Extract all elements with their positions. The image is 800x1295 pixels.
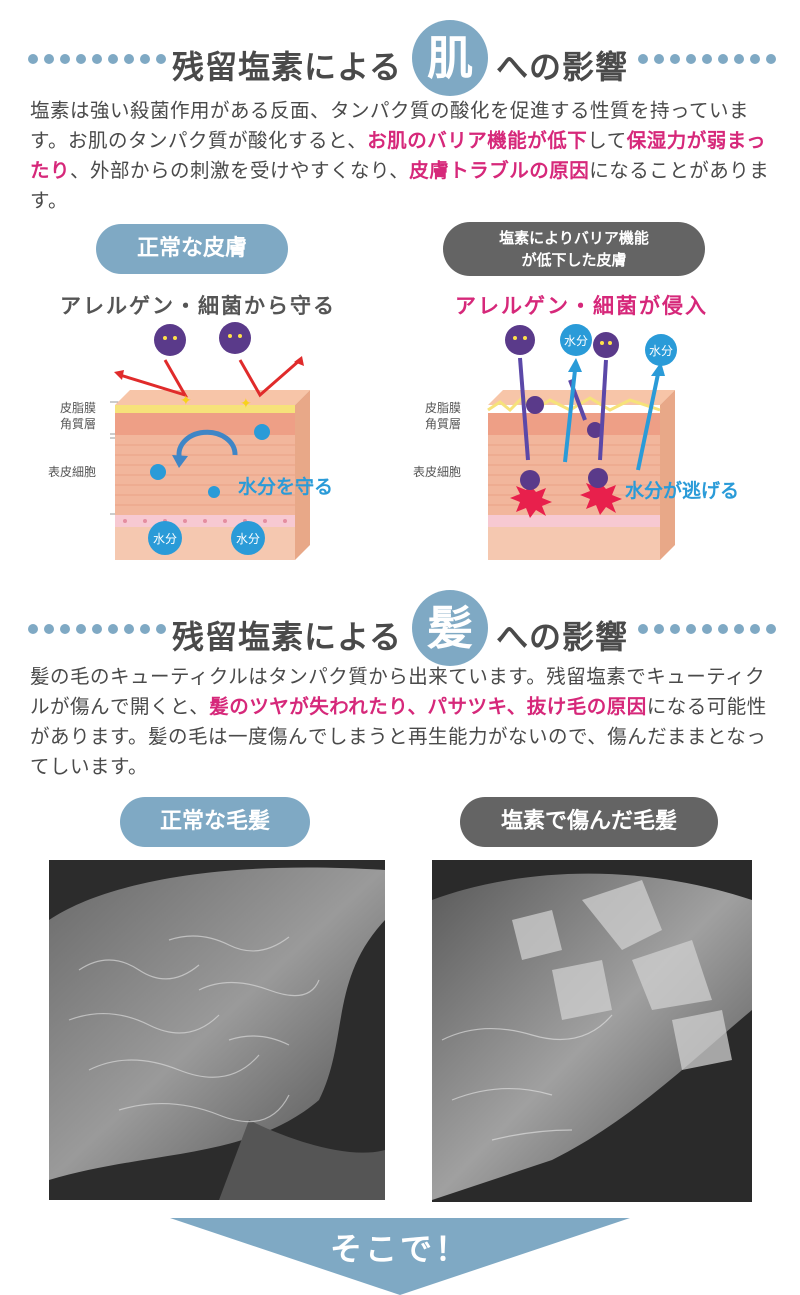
- water-badge-text: 水分: [649, 344, 673, 358]
- water-badge-icon: 水分: [645, 334, 677, 366]
- hair-heading-post: への影響: [496, 618, 629, 656]
- deflect-arrow-icon: [119, 358, 301, 398]
- skin-heading: 残留塩素による 肌 への影響: [0, 20, 800, 100]
- normal-hair-label: 正常な毛髪: [120, 797, 310, 847]
- skin-paragraph: 塩素は強い殺菌作用がある反面、タンパク質の酸化を促進する性質を持っています。お肌…: [30, 96, 770, 216]
- hair-heading: 残留塩素による 髪 への影響: [0, 590, 800, 670]
- body-text: して: [587, 129, 627, 152]
- normal-skin-block: [115, 390, 310, 560]
- damaged-skin-caption: アレルゲン・細菌が侵入: [455, 294, 708, 318]
- hair-heading-pre: 残留塩素による: [172, 618, 403, 656]
- water-badge-icon: 水分: [560, 324, 592, 356]
- damage-burst-icon: [510, 485, 552, 518]
- body-text: になる可能性があります。髪の毛は一度傷んでしまうと再生能力がないので、傷んだまま…: [30, 695, 767, 778]
- skin-heading-circle: 肌: [412, 20, 488, 96]
- body-text: 、外部からの刺激を受けやすくなり、: [70, 159, 410, 182]
- svg-text:✦: ✦: [240, 396, 252, 412]
- damaged-layer-label-3: 表皮細胞: [413, 465, 461, 479]
- heading-dots-left: [28, 52, 166, 66]
- highlight-text: 髪のツヤが失われたり、パサツキ、抜け毛の原因: [209, 695, 647, 718]
- down-arrow-banner: そこで！: [170, 1218, 630, 1295]
- water-badge-text: 水分: [236, 532, 260, 546]
- hair-paragraph: 髪の毛のキューティクルはタンパク質から出来ています。残留塩素でキューティクルが傷…: [30, 662, 770, 782]
- svg-text:✦: ✦: [180, 393, 192, 409]
- heading-dots-right: [638, 622, 776, 636]
- normal-layer-label-2: 角質層: [60, 416, 96, 431]
- highlight-text: 保湿力が弱まったり: [30, 129, 766, 182]
- damaged-skin-label: 塩素によりバリア機能 が低下した皮膚: [443, 222, 705, 276]
- normal-skin-label: 正常な皮膚: [96, 224, 288, 274]
- damaged-hair-label: 塩素で傷んだ毛髪: [460, 797, 718, 847]
- skin-heading-pre: 残留塩素による: [172, 48, 403, 86]
- bacteria-icon: [593, 332, 619, 358]
- damaged-skin-label-line2: が低下した皮膚: [521, 251, 627, 269]
- heading-dots-right: [638, 52, 776, 66]
- body-text: 塩素は強い殺菌作用がある反面、タンパク質の酸化を促進する性質を持っています。お肌…: [30, 99, 750, 152]
- normal-hair-label-text: 正常な毛髪: [159, 809, 270, 834]
- hair-heading-circle: 髪: [412, 590, 488, 666]
- bacteria-icon: [219, 322, 251, 354]
- water-badge-icon: 水分: [148, 521, 182, 555]
- heading-dots-left: [28, 622, 166, 636]
- damaged-skin-label-line1: 塩素によりバリア機能: [499, 229, 649, 247]
- water-badge-text: 水分: [153, 532, 177, 546]
- escape-arrow-icon: [563, 369, 660, 471]
- highlight-text: お肌のバリア機能が低下: [367, 129, 588, 152]
- damaged-water-label: 水分が逃げる: [625, 479, 739, 502]
- bacteria-icon: [505, 325, 535, 355]
- skin-heading-post: への影響: [496, 48, 629, 86]
- normal-skin-diagram: 皮脂膜 角質層 表皮細胞: [48, 322, 333, 560]
- damaged-layer-label-1: 皮脂膜: [425, 400, 461, 415]
- normal-skin-label-text: 正常な皮膚: [136, 236, 247, 261]
- normal-skin-caption: アレルゲン・細菌から守る: [60, 294, 336, 318]
- damage-burst-icon: [580, 482, 622, 515]
- normal-layer-label-1: 皮脂膜: [60, 400, 96, 415]
- damaged-skin-diagram: 皮脂膜 角質層 表皮細胞: [413, 324, 739, 560]
- bacteria-icon: [154, 324, 186, 356]
- damaged-layer-label-2: 角質層: [425, 416, 461, 431]
- normal-hair-photo: [49, 860, 385, 1200]
- normal-layer-label-3: 表皮細胞: [48, 465, 96, 479]
- down-arrow-text: そこで！: [330, 1230, 470, 1268]
- body-text: 髪の毛のキューティクルはタンパク質から出来ています。残留塩素でキューティクルが傷…: [30, 665, 766, 718]
- water-badge-text: 水分: [564, 334, 588, 348]
- body-text: になることがあります。: [30, 159, 770, 212]
- highlight-text: 皮膚トラブルの原因: [409, 159, 590, 182]
- damaged-hair-photo: [432, 860, 752, 1202]
- circulation-arrow-icon: [176, 429, 238, 461]
- normal-water-label: 水分を守る: [238, 475, 333, 498]
- damaged-skin-block: [487, 390, 675, 560]
- water-badge-icon: 水分: [231, 521, 265, 555]
- damaged-hair-label-text: 塩素で傷んだ毛髪: [500, 809, 677, 834]
